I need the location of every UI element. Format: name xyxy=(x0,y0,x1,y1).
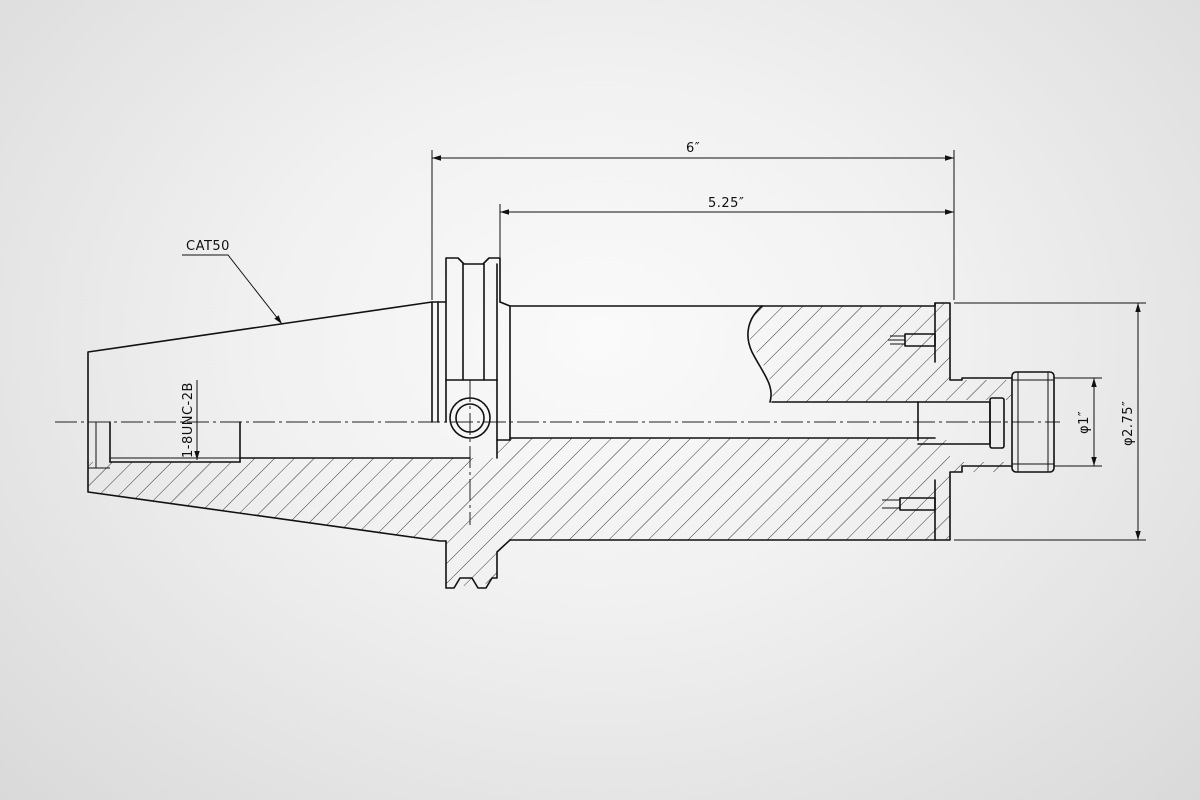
part-outline xyxy=(87,257,1055,589)
thread-label: 1-8UNC-2B xyxy=(181,382,196,458)
body-diameter-label: φ2.75″ xyxy=(1121,401,1136,446)
overall-length-dimension: 6″ xyxy=(431,141,955,300)
cat50-label: CAT50 xyxy=(186,239,230,254)
thread-callout: 1-8UNC-2B xyxy=(181,380,200,460)
body-length-label: 5.25″ xyxy=(708,196,744,211)
body-diameter-dimension: φ2.75″ xyxy=(954,302,1146,541)
pilot-diameter-dimension: φ1″ xyxy=(1054,377,1102,467)
cat50-callout: CAT50 xyxy=(182,239,283,325)
pilot-diameter-label: φ1″ xyxy=(1077,411,1092,434)
body-length-dimension: 5.25″ xyxy=(499,196,954,258)
overall-length-label: 6″ xyxy=(686,141,700,156)
section-hatching xyxy=(88,303,1012,588)
